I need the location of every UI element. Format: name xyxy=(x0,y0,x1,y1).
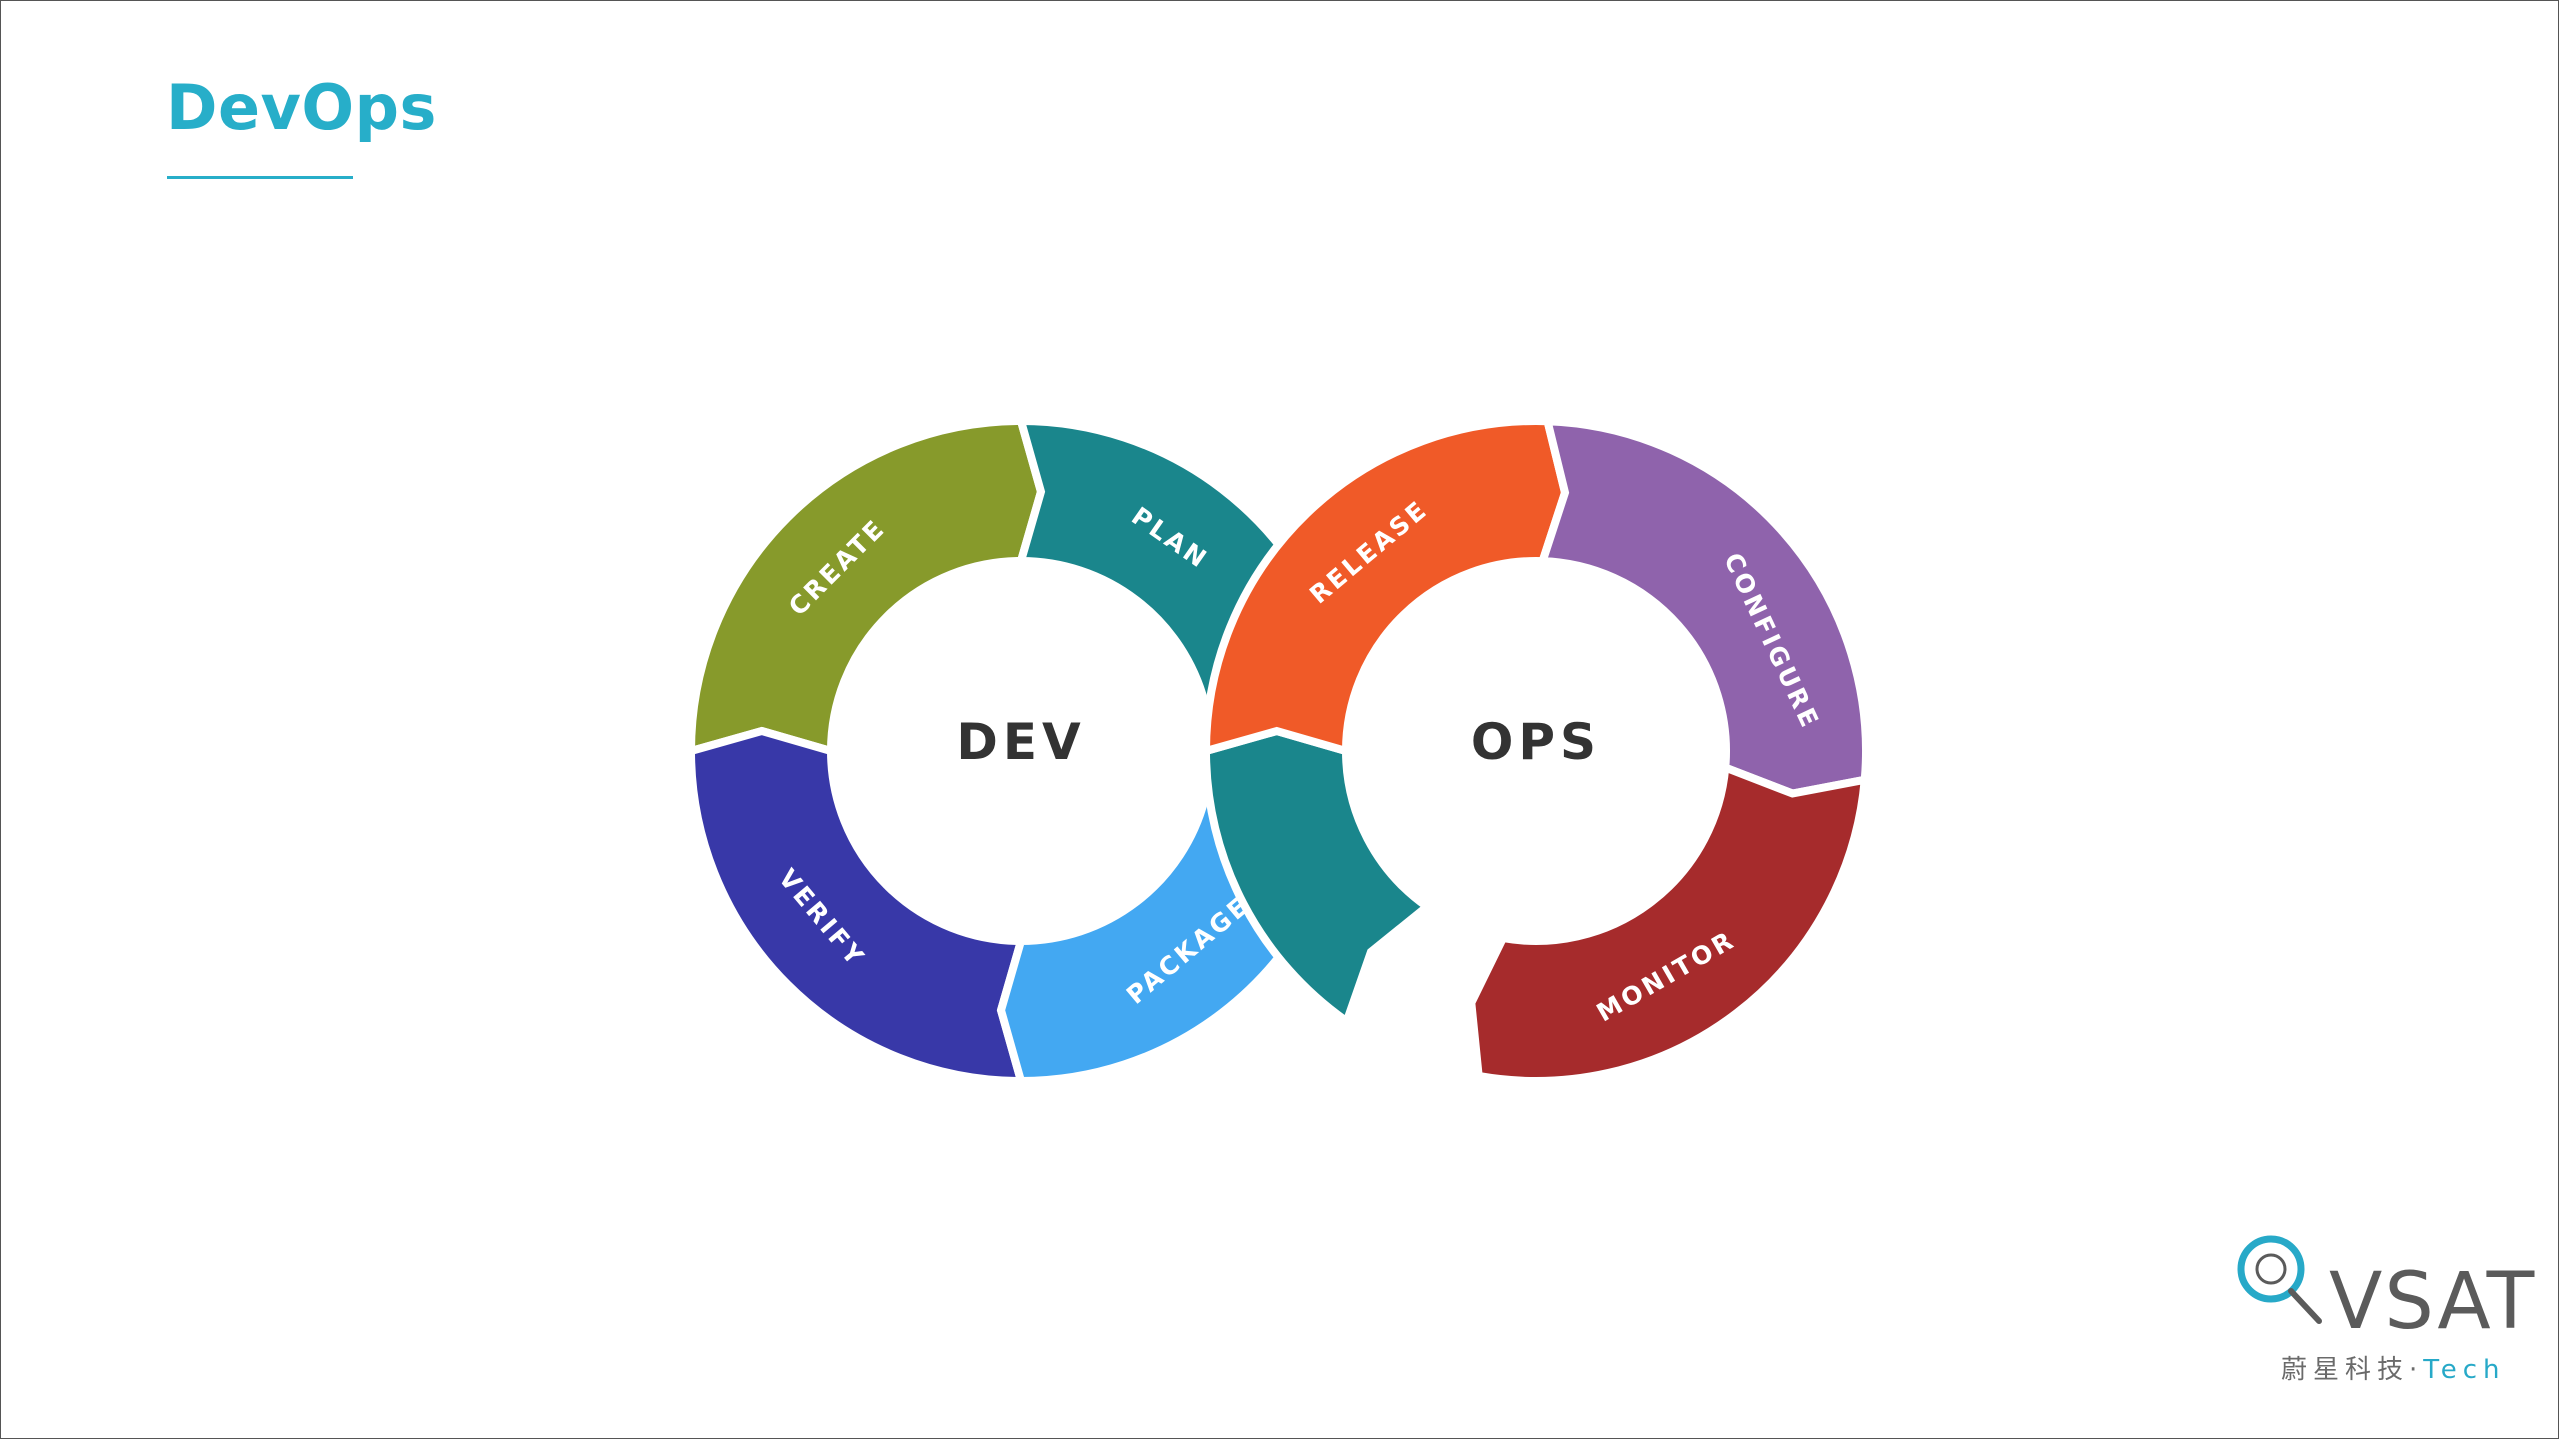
segment-verify xyxy=(686,726,1027,1086)
logo-subtitle-sep: · xyxy=(2409,1355,2424,1385)
dev-center-label: DEV xyxy=(956,713,1085,771)
ops-loop xyxy=(1201,417,1870,1085)
logo-subtitle-en: Tech xyxy=(2423,1355,2506,1385)
segment-monitor xyxy=(1467,761,1870,1085)
segment-create xyxy=(686,416,1046,757)
ops-center-label: OPS xyxy=(1471,713,1601,771)
q-ring-logo-icon xyxy=(2237,1235,2322,1324)
logo-subtitle-cn: 蔚星科技 xyxy=(2281,1355,2410,1385)
segment-release xyxy=(1201,417,1570,757)
logo-subtitle: 蔚星科技·Tech xyxy=(2281,1357,2506,1383)
segment-configure xyxy=(1537,417,1870,798)
page-title: DevOps xyxy=(166,71,437,144)
title-underline xyxy=(167,176,353,179)
logo-brand: VSAT xyxy=(2329,1257,2537,1347)
